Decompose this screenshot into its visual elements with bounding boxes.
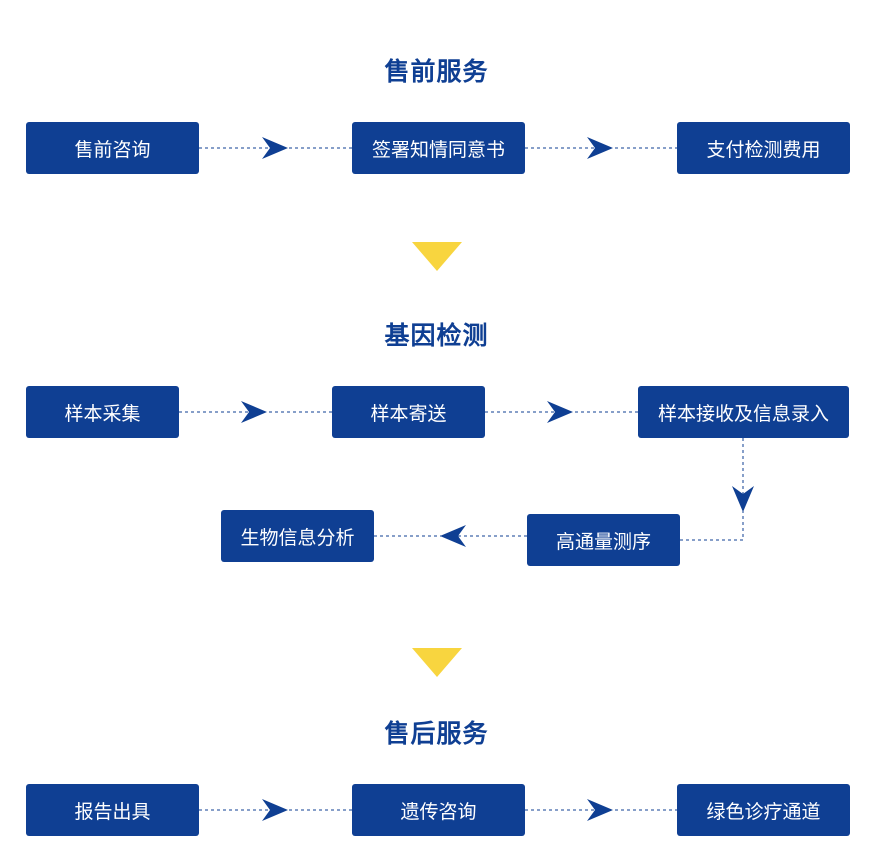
arrow-right-icon [547,401,573,423]
arrow-right-icon [587,799,613,821]
arrow-right-icon [241,401,267,423]
section-title-pre-sale: 售前服务 [384,57,489,86]
step-bioinformatics-analysis: 生物信息分析 [221,510,374,562]
step-green-treatment-channel: 绿色诊疗通道 [677,784,850,836]
step-sample-receipt-info-entry: 样本接收及信息录入 [638,386,849,438]
arrow-right-icon [262,137,288,159]
step-report-issuance: 报告出具 [26,784,199,836]
section-title-after-sale: 售后服务 [384,719,489,748]
step-pre-sale-consultation: 售前咨询 [26,122,199,174]
section-title-genetic-testing: 基因检测 [384,321,489,350]
step-high-throughput-sequencing: 高通量测序 [527,514,680,566]
step-pay-test-fee: 支付检测费用 [677,122,850,174]
step-sample-shipping: 样本寄送 [332,386,485,438]
down-triangle-icon [412,648,462,677]
arrow-right-icon [587,137,613,159]
step-sign-informed-consent: 签署知情同意书 [352,122,525,174]
connector-receipt-to-sequencing [680,438,744,541]
step-genetic-counseling: 遗传咨询 [352,784,525,836]
arrow-down-icon [732,486,754,512]
step-sample-collection: 样本采集 [26,386,179,438]
down-triangle-icon [412,242,462,271]
arrow-left-icon [440,525,466,547]
arrow-right-icon [262,799,288,821]
